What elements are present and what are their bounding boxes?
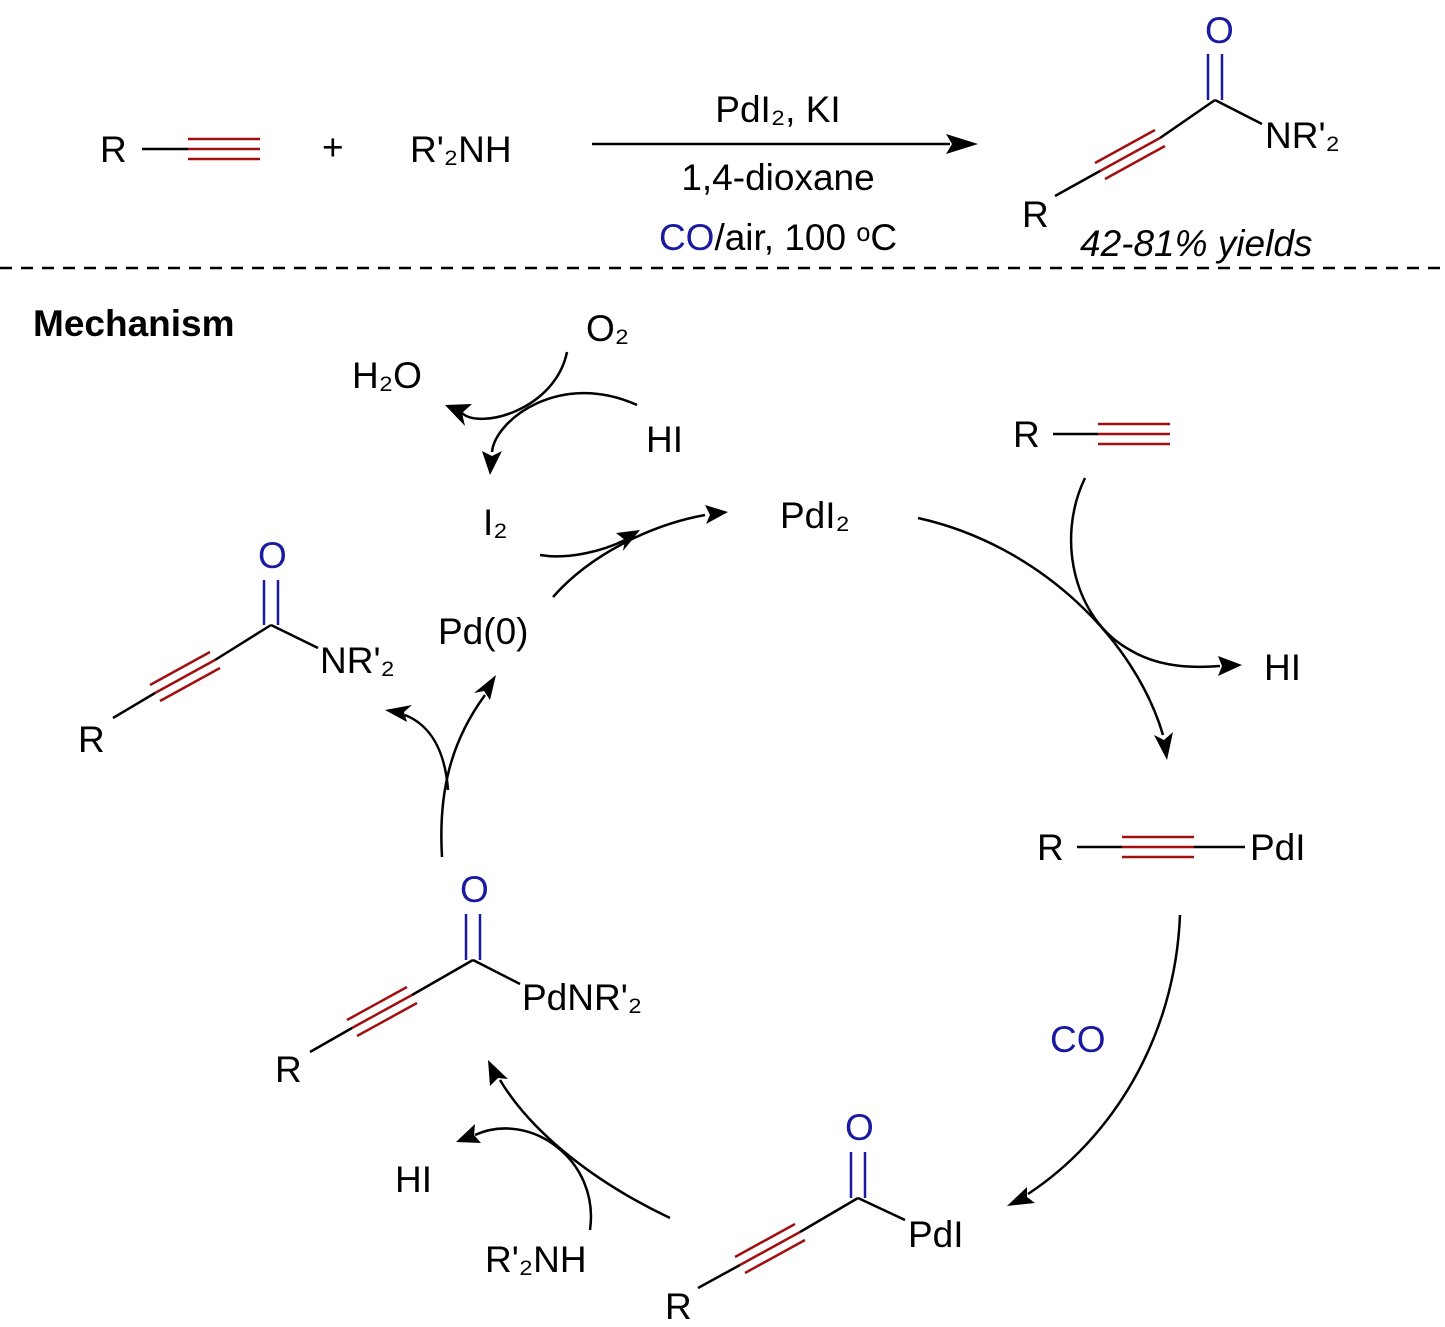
product-carbonyl-o: O [1205,10,1234,51]
pdi2-label: PdI₂ [780,495,850,536]
amido-pd-metal: PdNR'₂ [522,977,642,1018]
amine-to-hi-arrow [474,1127,593,1231]
alkyne-to-hi-arrow [1069,477,1221,669]
product-release-arrow [404,713,450,791]
product-cycle-n: NR'₂ [320,640,395,681]
product-cycle-o: O [258,535,287,576]
co-insertion-arrow [1027,914,1182,1196]
pd0-to-pdi2-arrowhead [705,505,728,524]
condition-temperature: /air, 100 ᵒC [714,217,897,258]
condition-co: CO [659,217,715,258]
amine-reagent: R'₂NH [410,129,512,170]
i2-consumed-arrowhead [616,530,640,551]
alkynyl-pd-metal: PdI [1250,827,1306,868]
product-top: O NR'₂ R 42-81% yields [1022,10,1340,264]
product-r-label: R [1022,194,1049,235]
product-cycle-r: R [78,719,105,760]
o2-to-h2o-arrow [461,351,569,421]
mechanism: Mechanism O₂ H₂O HI I₂ PdI₂ Pd(0) R HI [33,303,1306,1327]
acyl-pd-o: O [845,1107,874,1148]
iodine-label: I₂ [483,502,508,543]
pd0-to-pdi2-arrow [552,513,706,598]
condition-catalyst: PdI₂, KI [715,89,840,130]
o2-to-h2o-arrowhead [445,404,472,426]
alkynyl-pd-complex: R PdI [1037,827,1306,868]
acylpd-to-amidopd-arrowhead [488,1060,508,1086]
alkyne-to-hi-arrowhead [1218,656,1242,676]
co-insertion-arrowhead [1007,1187,1035,1206]
amido-pd-o: O [460,869,489,910]
hi-right-label: HI [1264,647,1301,688]
amidopd-to-pd0-arrowhead [474,675,496,700]
reaction-arrowhead [946,134,978,154]
co-label: CO [1050,1019,1106,1060]
condition-solvent: 1,4-dioxane [681,157,874,198]
oxygen-label: O₂ [586,308,629,349]
amido-pd-r: R [275,1049,302,1090]
amine-to-hi-arrowhead [456,1124,481,1143]
amine-label: R'₂NH [485,1239,587,1280]
amidopd-to-pd0-arrow [440,694,487,858]
product-release-arrowhead [385,705,412,722]
alkyne-r-label: R [100,129,127,170]
hi-top-label: HI [646,419,683,460]
pd0-label: Pd(0) [438,611,528,652]
amido-pd-complex: O PdNR'₂ R [275,869,642,1090]
water-label: H₂O [352,355,422,396]
alkyne-triple-bond [188,137,260,161]
pdi2-to-alkynylpd-arrowhead [1154,732,1173,760]
condition-atmosphere: CO/air, 100 ᵒC [659,217,897,258]
acylpd-to-amidopd-arrow [498,1079,671,1220]
acyl-pd-r: R [665,1286,692,1327]
product-amide-n: NR'₂ [1265,115,1340,156]
i2-consumed-arrow [539,538,626,558]
mechanism-title: Mechanism [33,303,235,344]
overall-reaction: R + R'₂NH PdI₂, KI 1,4-dioxane CO/air, 1… [100,10,1340,264]
pdi2-to-alkynylpd-arrow [917,516,1165,736]
yield-label: 42-81% yields [1080,223,1312,264]
plus-sign: + [322,127,344,168]
product-triple-bond [1094,128,1166,181]
acyl-pd-complex: O PdI R [665,1107,964,1327]
acyl-pd-metal: PdI [908,1214,964,1255]
alkyne-substrate: R [1013,414,1170,455]
product-cycle: O NR'₂ R [78,535,395,760]
hi-left-label: HI [395,1159,432,1200]
hi-to-i2-arrowhead [482,451,502,475]
alkynyl-pd-r: R [1037,827,1064,868]
alkyne-substrate-r: R [1013,414,1040,455]
hi-to-i2-arrow [490,391,638,453]
